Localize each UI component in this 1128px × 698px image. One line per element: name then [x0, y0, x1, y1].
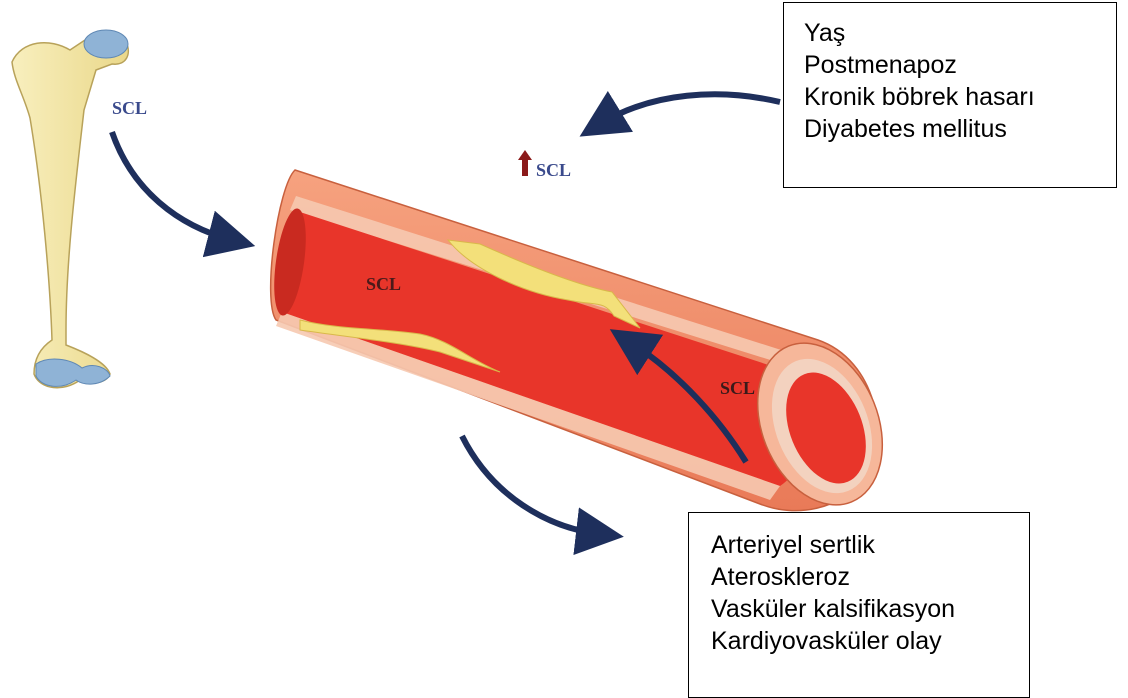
risk-factor-item: Diyabetes mellitus	[804, 113, 1116, 145]
femur-bone	[12, 30, 128, 388]
lumen-scl-label: SCL	[366, 274, 401, 294]
risk-factor-item: Postmenapoz	[804, 49, 1116, 81]
bone-scl-label: SCL	[112, 98, 147, 118]
risk-factor-item: Yaş	[804, 17, 1116, 49]
blood-vessel	[269, 170, 906, 524]
risk-factors-box: Yaş Postmenapoz Kronik böbrek hasarı Diy…	[783, 2, 1117, 188]
outcome-item: Ateroskleroz	[711, 561, 1029, 593]
plaque-scl-label: SCL	[720, 378, 755, 398]
risk-factor-item: Kronik böbrek hasarı	[804, 81, 1116, 113]
elevated-scl-label: SCL	[536, 160, 571, 180]
outcomes-box: Arteriyel sertlik Ateroskleroz Vasküler …	[688, 512, 1030, 698]
bone-to-vessel-arrow	[112, 132, 232, 240]
vessel-to-outcome-arrow	[462, 436, 600, 534]
femur-head-cartilage	[84, 30, 128, 58]
outcome-item: Arteriyel sertlik	[711, 529, 1029, 561]
up-arrow-icon	[518, 150, 532, 176]
outcome-item: Kardiyovasküler olay	[711, 625, 1029, 657]
risk-to-scl-arrow	[600, 94, 780, 124]
outcome-item: Vasküler kalsifikasyon	[711, 593, 1029, 625]
